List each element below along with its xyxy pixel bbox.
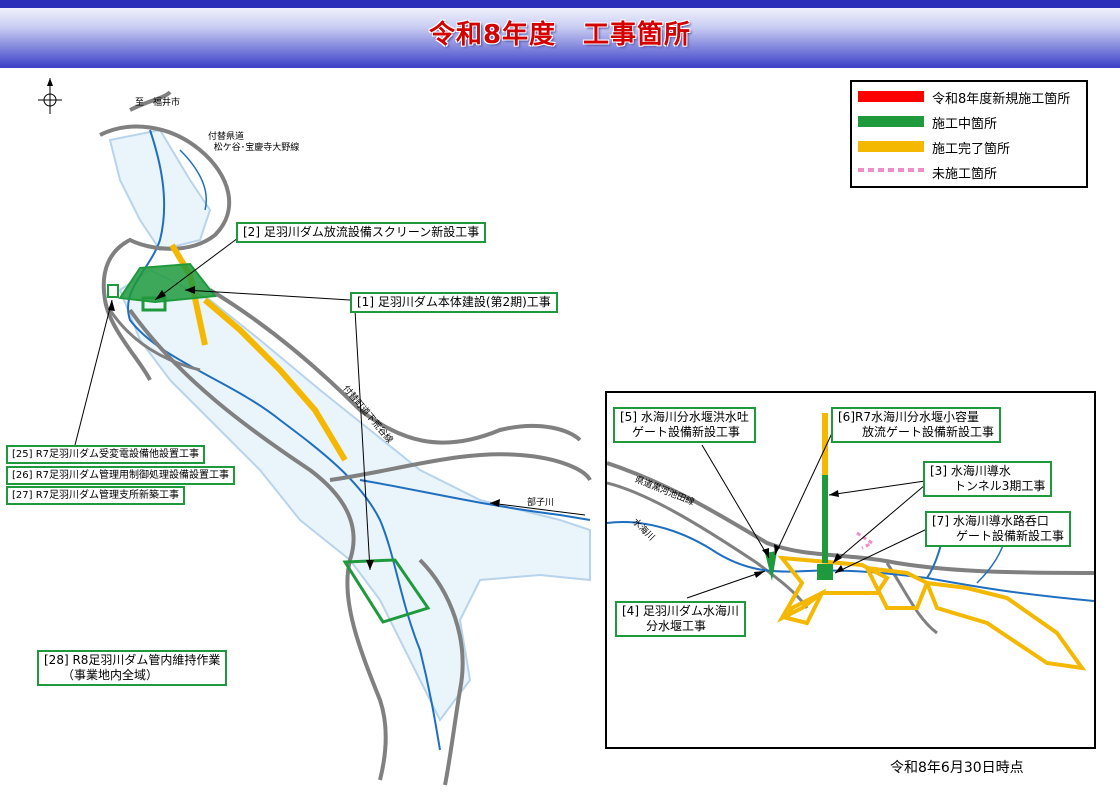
inset-graphics xyxy=(607,413,1094,671)
legend-item-progress: 施工中箇所 xyxy=(858,111,1080,132)
legend-label-progress: 施工中箇所 xyxy=(932,117,998,132)
leader-w1-b xyxy=(354,309,371,571)
road-pref-north xyxy=(129,90,172,112)
road-town xyxy=(208,288,582,445)
arrow-w2 xyxy=(155,290,166,300)
inset-road-lower xyxy=(607,481,809,609)
work-area-south xyxy=(342,558,431,624)
road-pref xyxy=(99,124,232,381)
work-dam-body xyxy=(118,262,217,304)
road-south-east xyxy=(418,558,465,786)
inset-arrow-w3a xyxy=(829,490,839,497)
work-label-7: [7] 水海川導水路呑口 ゲート設備新設工事 xyxy=(925,511,1072,547)
legend-swatch-planned xyxy=(858,168,924,172)
reservoir-area xyxy=(118,268,591,722)
inset-leader-w4 xyxy=(686,570,766,599)
label-ashiko-river: 部子川 xyxy=(527,498,555,508)
river-flow-arrow xyxy=(489,502,586,516)
inset-work-weir xyxy=(765,551,777,581)
work-label-25: [25] R7足羽川ダム受変電設備他設置工事 xyxy=(6,445,206,464)
inset-arrow-w6 xyxy=(774,544,780,555)
work-label-26: [26] R7足羽川ダム管理用制御処理設備設置工事 xyxy=(6,466,236,485)
work-screen xyxy=(141,296,167,312)
work-label-4: [4] 足羽川ダム水海川 分水堰工事 xyxy=(615,601,746,637)
inset-leader-w7 xyxy=(834,528,928,574)
inset-completed-4 xyxy=(784,588,827,626)
road-west-loop xyxy=(108,309,201,372)
inset-leader-w3a xyxy=(828,480,926,496)
river-ashiko xyxy=(359,479,591,521)
legend: 令和8年度新規施工箇所 施工中箇所 施工完了箇所 未施工箇所 xyxy=(850,80,1088,188)
work-substation xyxy=(107,284,119,298)
arrow-w1-a xyxy=(185,286,195,294)
inset-arrow-w5 xyxy=(762,548,769,558)
legend-label-completed: 施工完了箇所 xyxy=(932,142,1011,157)
work-label-6: [6]R7水海川分水堰小容量 放流ゲート設備新設工事 xyxy=(831,407,1002,443)
leader-w1-a xyxy=(184,289,351,301)
work-label-27: [27] R7足羽川ダム管理支所新築工事 xyxy=(6,486,186,505)
inset-leader-w5 xyxy=(701,444,770,559)
legend-item-new: 令和8年度新規施工箇所 xyxy=(858,86,1080,107)
work-label-5: [5] 水海川分水堰洪水吐 ゲート設備新設工事 xyxy=(613,407,756,443)
legend-label-planned: 未施工箇所 xyxy=(932,167,998,182)
river-flow-arrowhead xyxy=(490,499,500,507)
work-label-1: [1] 足羽川ダム本体建設(第2期)工事 xyxy=(350,292,558,313)
legend-item-planned: 未施工箇所 xyxy=(858,161,1080,182)
legend-swatch-progress xyxy=(858,116,924,127)
river-main xyxy=(127,129,441,751)
inset-road-pref xyxy=(607,461,1094,575)
label-fukui: 至 福井市 xyxy=(135,98,181,108)
work-label-2: [2] 足羽川ダム放流設備スクリーン新設工事 xyxy=(236,222,487,243)
inset-arrow-w3b xyxy=(833,553,842,563)
road-east xyxy=(329,452,592,482)
road-lower xyxy=(128,308,388,781)
arrow-w1-b xyxy=(366,560,374,570)
label-pref-road: 付替県道 松ケ谷･宝慶寺大野線 xyxy=(208,132,300,153)
legend-item-completed: 施工完了箇所 xyxy=(858,136,1080,157)
date-stamp: 令和8年6月30日時点 xyxy=(890,760,1024,776)
legend-label-new: 令和8年度新規施工箇所 xyxy=(932,92,1071,107)
inset-arrow-w7 xyxy=(835,565,844,573)
compass-icon xyxy=(38,78,62,114)
work-label-28: [28] R8足羽川ダム管内維持作業 （事業地内全域） xyxy=(37,650,228,686)
work-label-3: [3] 水海川導水 トンネル3期工事 xyxy=(923,461,1053,497)
leader-w2 xyxy=(154,237,239,301)
inset-leader-w6 xyxy=(774,430,834,556)
page-title: 令和8年度 工事箇所 xyxy=(428,20,692,50)
reservoir-branch-upper xyxy=(108,128,212,252)
inset-work-intake xyxy=(817,564,833,580)
inset-map: 県道黒河池田線 水海川 [5] 水海川分水堰洪水吐 ゲート設備新設工事 [6]R… xyxy=(605,391,1096,749)
completed-road-2 xyxy=(203,297,348,462)
inset-completed-2 xyxy=(863,565,930,610)
inset-leader-w3b xyxy=(832,484,926,564)
arrow-w25 xyxy=(108,300,115,311)
legend-swatch-new xyxy=(858,91,924,102)
inset-river-main xyxy=(607,521,1094,602)
inset-completed-3 xyxy=(923,580,1087,671)
header-stripe xyxy=(0,0,1120,8)
river-inlet xyxy=(179,149,207,211)
legend-swatch-completed xyxy=(858,141,924,152)
inset-arrow-w4 xyxy=(754,571,765,578)
leader-w25 xyxy=(74,299,113,446)
header-band xyxy=(0,0,1120,68)
